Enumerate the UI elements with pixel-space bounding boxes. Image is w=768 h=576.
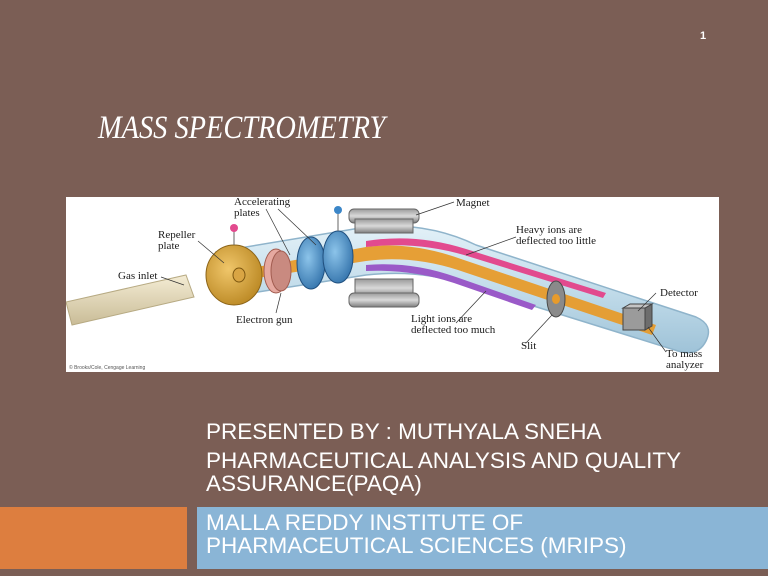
repeller-plate [205, 244, 263, 306]
leader-lines [160, 201, 667, 353]
ion-beams [246, 238, 656, 335]
label-heavy-2: deflected too little [516, 235, 596, 247]
presenter-name: PRESENTED BY : MUTHYALA SNEHA [206, 419, 602, 444]
label-electron-gun: Electron gun [236, 314, 293, 326]
institute-block: MALLA REDDY INSTITUTE OF PHARMACEUTICAL … [206, 511, 766, 557]
label-slit: Slit [521, 340, 536, 352]
blue-footer-bar [197, 507, 768, 569]
page-number: 1 [700, 30, 707, 42]
magnet [348, 208, 420, 308]
institute-line2: PHARMACEUTICAL SCIENCES (MRIPS) [206, 533, 627, 558]
detector [621, 303, 654, 331]
label-to-mass-2: analyzer [666, 359, 704, 371]
presenter-block: PRESENTED BY : MUTHYALA SNEHA PHARMACEUT… [206, 420, 766, 495]
gas-inlet-pipe [66, 274, 195, 326]
label-accelerating-1: Accelerating [234, 197, 291, 208]
label-accelerating-2: plates [234, 207, 260, 219]
label-heavy-1: Heavy ions are [516, 224, 582, 236]
pins [230, 206, 342, 245]
institute-line1: MALLA REDDY INSTITUTE OF [206, 510, 524, 535]
label-repeller-1: Repeller [158, 229, 196, 241]
department-line1: PHARMACEUTICAL ANALYSIS AND QUALITY [206, 448, 682, 473]
electron-gun-disc [263, 248, 292, 294]
slide-title: MASS SPECTROMETRY [98, 110, 386, 146]
label-magnet: Magnet [456, 197, 490, 209]
orange-accent-bar [0, 507, 187, 569]
department-line2: ASSURANCE(PAQA) [206, 471, 422, 496]
mass-spectrometer-diagram: Accelerating plates Magnet Repeller plat… [66, 197, 719, 372]
label-light-1: Light ions are [411, 313, 472, 325]
label-light-2: deflected too much [411, 324, 496, 336]
label-repeller-2: plate [158, 240, 179, 252]
label-gas-inlet: Gas inlet [118, 270, 157, 282]
label-to-mass-1: To mass [666, 348, 702, 360]
label-detector: Detector [660, 287, 698, 299]
image-credit: © Brooks/Cole, Cengage Learning [69, 364, 145, 371]
accelerating-plates [296, 230, 354, 290]
diagram-svg: Accelerating plates Magnet Repeller plat… [66, 197, 710, 371]
slit [546, 280, 566, 318]
